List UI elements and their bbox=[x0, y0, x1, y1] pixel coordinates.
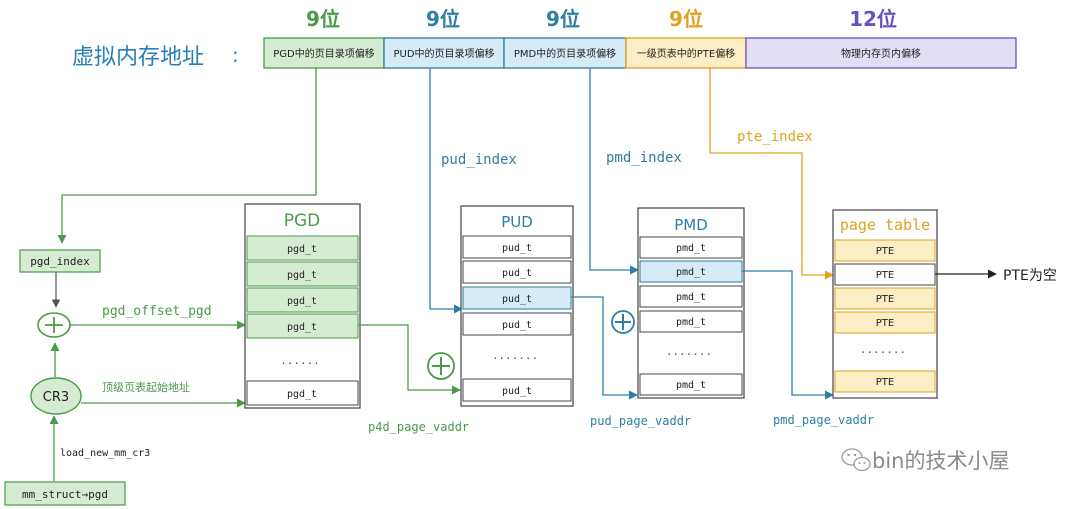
pmd-table: PMD pmd_t pmd_t pmd_t pmd_t ....... pmd_… bbox=[637, 207, 745, 399]
pud-page-vaddr-label: pud_page_vaddr bbox=[590, 414, 691, 428]
table-ellipsis: ....... bbox=[666, 345, 712, 358]
pud-plus-operator bbox=[427, 352, 455, 380]
address-colon: : bbox=[232, 43, 239, 67]
table-cell: pmd_t bbox=[676, 380, 706, 391]
table-row: pud_t bbox=[462, 378, 572, 402]
bits-pte: 9位 bbox=[669, 7, 703, 31]
table-cell: PTE bbox=[876, 246, 894, 257]
cr3-label: CR3 bbox=[43, 390, 69, 405]
table-row: PTE bbox=[834, 239, 936, 262]
table-row: pud_t bbox=[462, 312, 572, 336]
bits-pgd: 9位 bbox=[306, 7, 340, 31]
table-row: pud_t bbox=[462, 286, 572, 310]
table-row: pmd_t bbox=[639, 310, 743, 333]
table-cell: pud_t bbox=[502, 386, 532, 397]
table-row: PTE bbox=[834, 311, 936, 334]
pte-empty-label: PTE为空 bbox=[1003, 268, 1057, 284]
p4d-page-vaddr-label: p4d_page_vaddr bbox=[368, 420, 469, 434]
table-cell: pmd_t bbox=[676, 243, 706, 254]
table-cell: PTE bbox=[876, 294, 894, 305]
pgd-index-box: pgd_index bbox=[19, 249, 101, 273]
table-cell: pgd_t bbox=[287, 244, 317, 255]
table-row: PTE bbox=[834, 370, 936, 393]
table-row: pgd_t bbox=[246, 235, 359, 261]
table-cell: pud_t bbox=[502, 243, 532, 254]
pgd-offset-label: pgd_offset_pgd bbox=[102, 304, 212, 319]
bits-pmd: 9位 bbox=[546, 7, 580, 31]
table-row: pgd_t bbox=[246, 287, 359, 313]
table-cell: pmd_t bbox=[676, 292, 706, 303]
address-field-pgd-label: PGD中的页目录项偏移 bbox=[273, 47, 374, 60]
address-field-pmd: PMD中的页目录项偏移 bbox=[503, 37, 627, 69]
table-row: pmd_t bbox=[639, 260, 743, 283]
table-cell: pmd_t bbox=[676, 267, 706, 278]
table-cell: PTE bbox=[876, 270, 894, 281]
table-ellipsis: ....... bbox=[860, 343, 906, 356]
pud-table-title: PUD bbox=[501, 213, 533, 231]
mm-struct-pgd-label: mm_struct→pgd bbox=[22, 488, 108, 501]
table-cell: pgd_t bbox=[287, 296, 317, 307]
table-cell: pud_t bbox=[502, 268, 532, 279]
pud-index-arrow bbox=[429, 68, 463, 314]
table-row: PTE bbox=[834, 287, 936, 310]
address-field-pud-label: PUD中的页目录项偏移 bbox=[393, 47, 494, 60]
table-cell: pud_t bbox=[502, 294, 532, 305]
pgd-table: PGD pgd_t pgd_t pgd_t pgd_t ...... pgd_t bbox=[244, 203, 361, 409]
table-row: pgd_t bbox=[246, 380, 359, 406]
table-cell: pgd_t bbox=[287, 270, 317, 281]
top-table-start-label: 顶级页表起始地址 bbox=[102, 380, 190, 394]
pmd-page-vaddr-label: pmd_page_vaddr bbox=[773, 413, 874, 427]
pud-page-vaddr-arrow bbox=[571, 296, 638, 400]
pgd-table-title: PGD bbox=[284, 211, 321, 231]
bits-pud: 9位 bbox=[426, 7, 460, 31]
table-row: PTE bbox=[834, 263, 936, 286]
address-field-pte-label: 一级页表中的PTE偏移 bbox=[637, 47, 735, 60]
table-row: pmd_t bbox=[639, 285, 743, 308]
pgd-index-box-label: pgd_index bbox=[30, 255, 90, 268]
address-title: 虚拟内存地址 bbox=[72, 45, 204, 70]
table-row: pgd_t bbox=[246, 261, 359, 287]
address-field-pgd: PGD中的页目录项偏移 bbox=[263, 37, 385, 69]
address-field-offset-label: 物理内存页内偏移 bbox=[841, 47, 921, 60]
pud-table: PUD pud_t pud_t pud_t pud_t ....... pud_… bbox=[460, 205, 574, 407]
address-field-pte: 一级页表中的PTE偏移 bbox=[625, 37, 747, 69]
table-cell: PTE bbox=[876, 318, 894, 329]
pte-table: page table PTE PTE PTE PTE ....... PTE bbox=[832, 209, 938, 399]
pmd-page-vaddr-arrow bbox=[742, 270, 834, 400]
cr3-register: CR3 bbox=[30, 377, 82, 415]
table-ellipsis: ...... bbox=[280, 354, 320, 367]
pmd-table-title: PMD bbox=[674, 216, 708, 234]
table-row: pud_t bbox=[462, 235, 572, 259]
pgd-plus-operator bbox=[37, 312, 71, 338]
bits-offset: 12位 bbox=[849, 7, 897, 31]
table-cell: PTE bbox=[876, 377, 894, 388]
watermark-text: bin的技术小屋 bbox=[872, 449, 1009, 473]
address-field-offset: 物理内存页内偏移 bbox=[745, 37, 1017, 69]
pte-table-title: page table bbox=[840, 216, 930, 234]
wechat-icon bbox=[841, 448, 871, 472]
mm-struct-pgd-box: mm_struct→pgd bbox=[4, 481, 126, 506]
pmd-index-label: pmd_index bbox=[606, 150, 682, 166]
pud-index-label: pud_index bbox=[441, 152, 517, 168]
pmd-plus-operator bbox=[611, 310, 635, 334]
table-row: pud_t bbox=[462, 260, 572, 284]
table-row: pmd_t bbox=[639, 236, 743, 259]
pte-index-arrow bbox=[709, 68, 834, 280]
table-cell: pgd_t bbox=[287, 322, 317, 333]
load-new-mm-cr3-label: load_new_mm_cr3 bbox=[60, 448, 150, 459]
table-ellipsis: ....... bbox=[492, 349, 538, 362]
table-cell: pgd_t bbox=[287, 389, 317, 400]
p4d-page-vaddr-arrow bbox=[358, 324, 461, 395]
table-row: pmd_t bbox=[639, 373, 743, 396]
address-field-pmd-label: PMD中的页目录项偏移 bbox=[514, 47, 616, 60]
pgd-index-arrow bbox=[57, 68, 317, 244]
pte-index-label: pte_index bbox=[737, 129, 813, 145]
pmd-index-arrow bbox=[589, 68, 639, 275]
address-field-pud: PUD中的页目录项偏移 bbox=[383, 37, 505, 69]
table-cell: pmd_t bbox=[676, 317, 706, 328]
table-row: pgd_t bbox=[246, 313, 359, 339]
table-cell: pud_t bbox=[502, 320, 532, 331]
